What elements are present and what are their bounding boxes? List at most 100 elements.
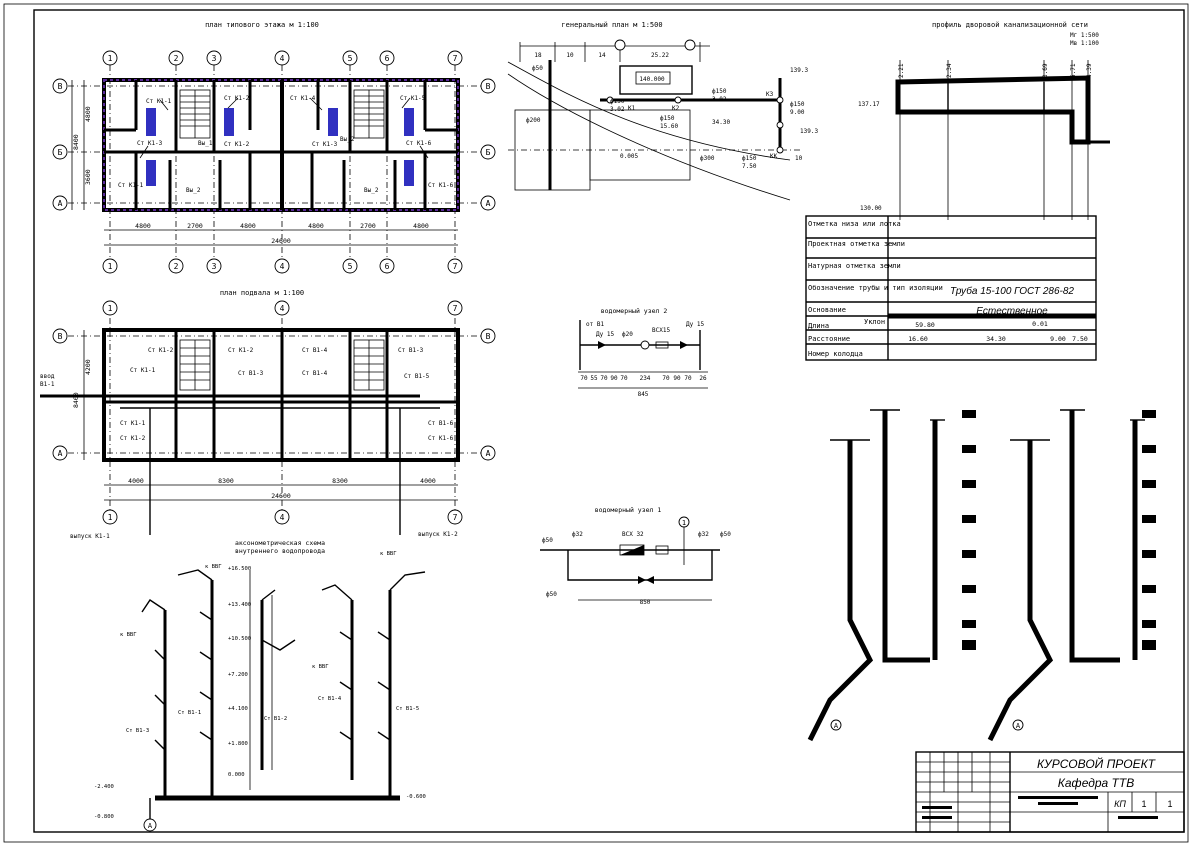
pipe-spec: Труба 15-100 ГОСТ 286-82	[950, 285, 1074, 297]
node-bubble-label: 1	[682, 519, 686, 527]
axis-label: 4	[280, 262, 285, 271]
axis-label: 1	[108, 262, 113, 271]
dimension-label: 4800	[413, 222, 429, 230]
pipe-label: ф200	[526, 117, 541, 124]
plumbing-fixtures	[146, 108, 414, 186]
axis-label: 5	[348, 54, 353, 63]
elevation-mark: +13.400	[228, 602, 251, 608]
table-row-label: Основание	[808, 306, 846, 314]
dimension-label: 90	[610, 375, 618, 382]
note-label: к ВВГ	[120, 632, 137, 638]
axis-letter: В	[58, 82, 63, 91]
axis-letter: Б	[58, 148, 63, 157]
pipe-label: ф300	[700, 155, 715, 162]
pipe-label: ф50	[532, 65, 543, 72]
dimension-label: 70	[620, 375, 628, 382]
outlet-bubble-label: А	[1016, 722, 1021, 730]
meter-node-1: водомерный узел 1 1 ф50 ф32 ВСХ 32 ф32 ф…	[540, 506, 731, 606]
axis-label: 5	[348, 262, 353, 271]
table-row-label: Обозначение трубы и тип изоляции	[808, 284, 943, 292]
node-label: от В1	[586, 321, 604, 328]
length-value: 16.60	[908, 335, 928, 343]
length-value: 7.50	[1072, 335, 1088, 343]
dimension-label: 70	[684, 375, 692, 382]
slope-label: 0.005	[620, 153, 638, 160]
length-label: 7.50	[742, 163, 757, 170]
pipe-label: ф150	[790, 101, 805, 108]
profile-scale: Мв 1:100	[1070, 40, 1099, 47]
elevation-mark: +4.100	[228, 706, 248, 712]
dimension-label: 14	[598, 52, 606, 59]
project-title: КУРСОВОЙ ПРОЕКТ	[1037, 755, 1157, 771]
dimension-label: 4800	[135, 222, 151, 230]
dimension-label: 70	[662, 375, 670, 382]
riser-label: Ст К1-2	[148, 347, 174, 354]
node-label: ф20	[622, 331, 633, 338]
riser-label: Ст К1-2	[120, 435, 146, 442]
sewer-profile: профиль дворовой канализационной сети Мг…	[805, 21, 1110, 361]
axis-label: 2	[174, 262, 179, 271]
axis-label: 7	[453, 54, 458, 63]
profile-table: Отметка низа или лотка Проектная отметка…	[805, 215, 1097, 361]
profile-mark: 4.39	[1086, 63, 1093, 78]
length-label: 9.00	[790, 109, 805, 116]
axis-label: 3	[212, 262, 217, 271]
riser-label: Ст В1-4	[318, 696, 342, 702]
length-value: 9.00	[1050, 335, 1066, 343]
node-label: ВСХ 32	[622, 531, 644, 538]
sewer-axonometric: А А	[807, 409, 1156, 742]
riser-label: Ст К1-4	[290, 95, 316, 102]
risers	[163, 580, 392, 798]
title-block: КУРСОВОЙ ПРОЕКТ Кафедра ТТВ КП 1 1	[915, 751, 1185, 833]
dimension-total: 24600	[271, 492, 291, 500]
well-label: К2	[672, 105, 680, 112]
basement-plan: план подвала м 1:100	[40, 289, 496, 540]
node-label: ВСХ15	[652, 327, 670, 334]
elevation-mark: -0.800	[94, 814, 114, 820]
riser-label: Ст К1-3	[137, 140, 163, 147]
axis-label: 2	[174, 54, 179, 63]
ground-mark: 139.3	[800, 128, 818, 135]
axis-bubbles-bottom: 1 2 3 4 5 6 7	[102, 258, 463, 274]
datum-mark: 130.00	[860, 205, 882, 212]
node-label: Ду 15	[686, 321, 704, 328]
elevation-mark: +1.800	[228, 741, 248, 747]
meter-node-2-title: водомерный узел 2	[601, 307, 668, 315]
stack-label: Вы_1	[198, 140, 213, 147]
dimension-label: 70	[580, 375, 588, 382]
axis-label: 1	[108, 54, 113, 63]
meter-node-2: водомерный узел 2 от В1 Ду 15 ф20 ВСХ15 …	[578, 307, 708, 398]
riser-label: Ст В1-2	[264, 716, 287, 722]
riser-label: Ст К1-1	[146, 98, 172, 105]
table-row-label: Номер колодца	[808, 350, 863, 358]
input-bubble-label: А	[148, 822, 153, 830]
riser-label: Ст В1-5	[396, 706, 419, 712]
outlet-label: выпуск К1-2	[418, 531, 458, 538]
axonometric-title: внутреннего водопровода	[235, 547, 325, 555]
note-label: к ВВГ	[205, 564, 222, 570]
node-label: ф32	[572, 531, 583, 538]
axis-letter: А	[486, 449, 491, 458]
department-name: Кафедра ТТВ	[1058, 776, 1134, 790]
profile-title: профиль дворовой канализационной сети	[932, 21, 1088, 29]
profile-mark: 3.69	[1042, 63, 1049, 78]
inlet-label: ввод	[40, 373, 55, 380]
trench-outline	[895, 75, 1091, 145]
foundation-type: Естественное	[976, 306, 1048, 317]
dimension-label: 8300	[332, 477, 348, 485]
table-row-label: Расстояние	[808, 335, 850, 343]
table-row-label: Проектная отметка земли	[808, 240, 905, 248]
axis-label: 1	[108, 513, 113, 522]
riser-label: Ст К1-1	[130, 367, 156, 374]
sheet-number: 1	[1141, 799, 1146, 809]
inlet-label: В1-1	[40, 381, 55, 388]
document-code: КП	[1114, 799, 1126, 809]
dimension-label: 10	[566, 52, 574, 59]
axis-label: 1	[108, 304, 113, 313]
floor-plan-title: план типового этажа м 1:100	[205, 21, 319, 29]
riser-label: Ст К1-2	[228, 347, 254, 354]
building-mark: 140.000	[639, 76, 665, 83]
sheet-count: 1	[1167, 799, 1172, 809]
axis-label: 6	[385, 54, 390, 63]
